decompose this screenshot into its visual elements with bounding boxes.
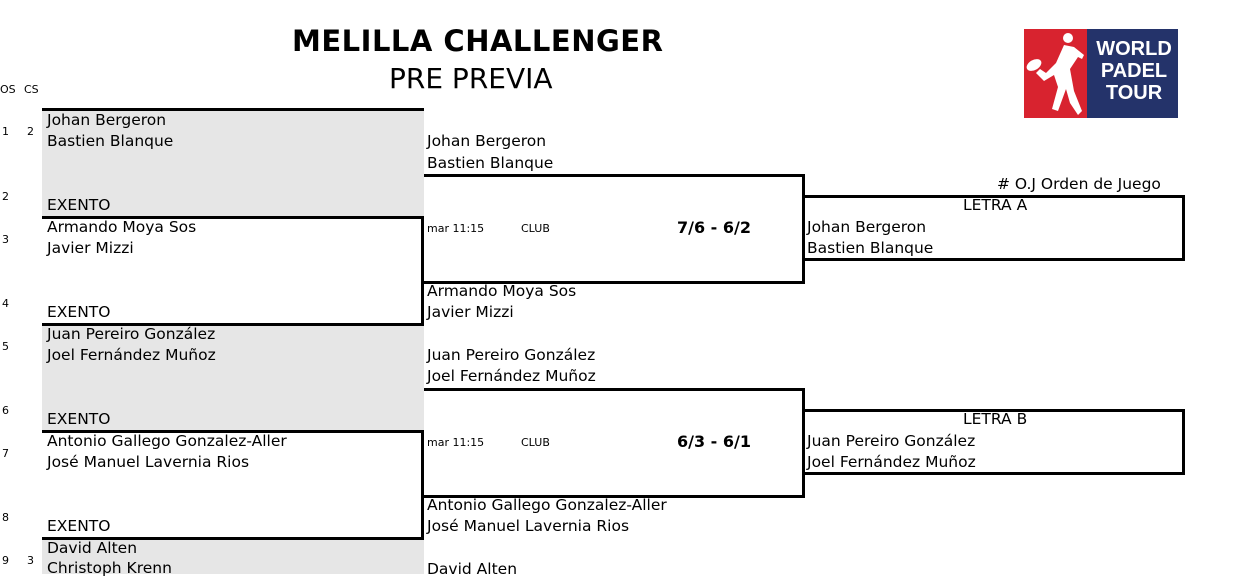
bracket-line (805, 409, 1185, 412)
team-player-name: Joel Fernández Muñoz (47, 346, 216, 364)
seed-block (42, 538, 424, 574)
world-padel-tour-logo: WORLD PADEL TOUR (1024, 29, 1178, 118)
team-player-name: José Manuel Lavernia Rios (47, 453, 250, 471)
row-os-index: 4 (2, 297, 9, 310)
bracket-line (424, 281, 805, 284)
row-os-index: 6 (2, 404, 9, 417)
row-os-index: 8 (2, 511, 9, 524)
team-player-name: Armando Moya Sos (427, 282, 577, 300)
bracket-line (802, 174, 805, 284)
row-cs-index: 3 (27, 554, 34, 567)
match-score: 7/6 - 6/2 (677, 218, 751, 237)
bracket-line (42, 216, 424, 219)
bracket-line (424, 174, 805, 177)
qualifier-letter: LETRA B (963, 410, 1028, 428)
os-column-header: OS (0, 83, 16, 96)
team-player-name: Bastien Blanque (47, 132, 174, 150)
bracket-line (421, 430, 424, 540)
team-player-name: Bastien Blanque (427, 154, 554, 172)
bye-label: EXENTO (47, 517, 111, 535)
bye-label: EXENTO (47, 196, 111, 214)
row-os-index: 9 (2, 554, 9, 567)
team-player-name: Armando Moya Sos (47, 218, 197, 236)
logo-text-line3: TOUR (1105, 82, 1163, 104)
logo-text-line2: PADEL (1100, 60, 1168, 82)
bracket-line (42, 430, 424, 433)
logo-player-icon (1024, 29, 1087, 118)
bracket-line (421, 216, 424, 326)
team-player-name: Johan Bergeron (427, 132, 547, 150)
team-player-name: Juan Pereiro González (807, 432, 976, 450)
bracket-line (42, 323, 424, 326)
seed-block (42, 110, 424, 217)
team-player-name: Joel Fernández Muñoz (807, 453, 976, 471)
row-os-index: 2 (2, 190, 9, 203)
team-player-name: Antonio Gallego Gonzalez-Aller (47, 432, 287, 450)
match-court: CLUB (521, 436, 550, 449)
bracket-line (805, 472, 1185, 475)
team-player-name: Juan Pereiro González (47, 325, 216, 343)
bracket-line (805, 258, 1185, 261)
team-player-name: Johan Bergeron (807, 218, 927, 236)
team-player-name: Bastien Blanque (807, 239, 934, 257)
match-score: 6/3 - 6/1 (677, 432, 751, 451)
team-player-name: Javier Mizzi (47, 239, 134, 257)
bracket-line (1182, 195, 1185, 261)
page-title: MELILLA CHALLENGER (292, 24, 664, 58)
bye-label: EXENTO (47, 303, 111, 321)
bracket-line (805, 195, 1185, 198)
match-time: mar 11:15 (427, 222, 485, 235)
seed-block (42, 324, 424, 431)
team-player-name: Javier Mizzi (427, 303, 514, 321)
bracket-line (802, 388, 805, 498)
team-player-name: Joel Fernández Muñoz (427, 367, 596, 385)
bracket-line (42, 537, 424, 540)
team-player-name: José Manuel Lavernia Rios (427, 517, 630, 535)
match-time: mar 11:15 (427, 436, 485, 449)
row-os-index: 3 (2, 233, 9, 246)
row-os-index: 1 (2, 125, 9, 138)
cs-column-header: CS (24, 83, 39, 96)
row-cs-index: 2 (27, 125, 34, 138)
team-player-name: David Alten (427, 560, 518, 578)
team-player-name: David Alten (47, 539, 138, 557)
qualifier-letter: LETRA A (963, 196, 1028, 214)
bracket-line (42, 108, 424, 111)
team-player-name: Antonio Gallego Gonzalez-Aller (427, 496, 667, 514)
bracket-line (424, 388, 805, 391)
team-player-name: Juan Pereiro González (427, 346, 596, 364)
team-player-name: Johan Bergeron (47, 111, 167, 129)
bracket-line (1182, 409, 1185, 475)
order-of-play-label: # O.J Orden de Juego (997, 175, 1161, 193)
logo-text-line1: WORLD (1096, 38, 1172, 60)
bracket-line (424, 495, 805, 498)
match-court: CLUB (521, 222, 550, 235)
team-player-name: Christoph Krenn (47, 559, 172, 577)
row-os-index: 7 (2, 447, 9, 460)
page-subtitle: PRE PREVIA (389, 62, 553, 95)
row-os-index: 5 (2, 340, 9, 353)
bye-label: EXENTO (47, 410, 111, 428)
